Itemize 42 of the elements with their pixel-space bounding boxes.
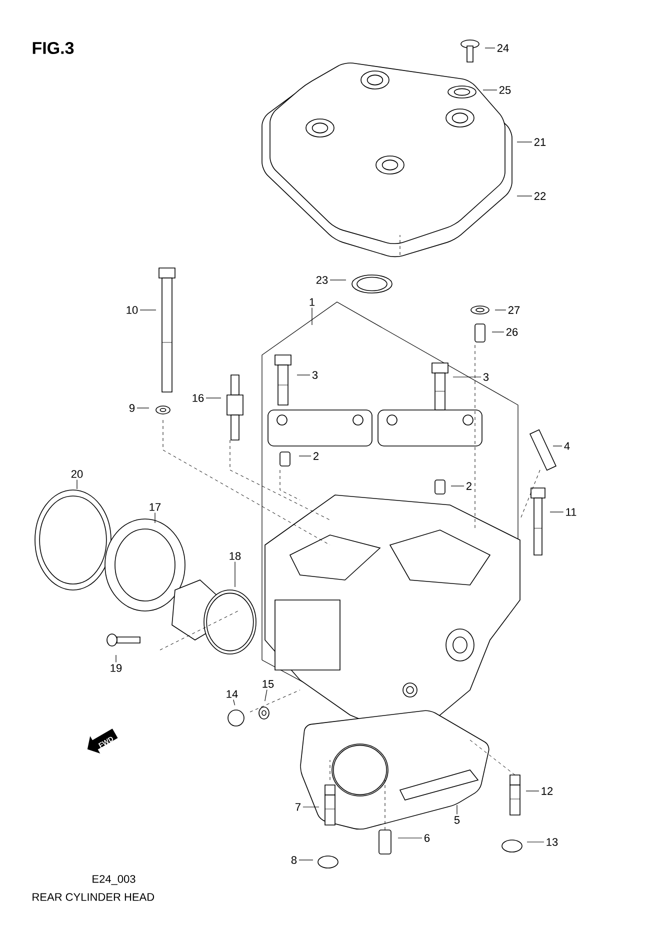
callout-number: 22 [534, 192, 546, 200]
callout-number: 3 [483, 373, 489, 381]
leader-line [264, 689, 268, 702]
leader-line [302, 806, 320, 808]
callout-number: 12 [542, 787, 553, 795]
leader-line [456, 804, 458, 815]
callout-number: 23 [316, 276, 328, 284]
callout-number: 21 [534, 138, 546, 146]
callout-number: 17 [150, 503, 161, 511]
callout-number: 14 [226, 690, 238, 698]
leader-line [233, 699, 236, 706]
callout-number: 13 [546, 838, 558, 846]
callout-number: 19 [110, 664, 122, 672]
leader-line [526, 790, 540, 792]
leader-line [296, 374, 310, 376]
callout-number: 25 [499, 86, 511, 94]
callout-number: 2 [313, 452, 318, 460]
callout-number: 9 [129, 404, 135, 412]
callout-number: 24 [497, 44, 509, 52]
leader-line [154, 512, 156, 524]
callout-number: 18 [230, 552, 241, 560]
callout-number: 15 [262, 680, 274, 688]
callout-number: 11 [566, 508, 576, 516]
callout-number: 20 [71, 470, 83, 478]
callout-number: 16 [192, 394, 204, 402]
caption: REAR CYLINDER HEAD [32, 893, 154, 901]
callout-number: 1 [310, 298, 315, 306]
callout-number: 27 [508, 306, 520, 314]
drawing-code: E24_003 [92, 875, 136, 885]
callout-number: 6 [424, 834, 430, 842]
callout-number: 7 [296, 803, 300, 811]
callout-number: 5 [454, 816, 460, 824]
leader-line [234, 562, 236, 588]
leader-line [452, 376, 482, 378]
callout-number: 3 [312, 371, 318, 379]
leader-line [76, 480, 78, 490]
callout-number: 2 [466, 482, 472, 490]
callout-number: 10 [126, 306, 138, 314]
callout-number: 4 [564, 442, 570, 450]
callout-number: 8 [291, 856, 297, 864]
figure-title: FIG.3 [32, 42, 74, 54]
callout-number: 26 [506, 328, 518, 336]
